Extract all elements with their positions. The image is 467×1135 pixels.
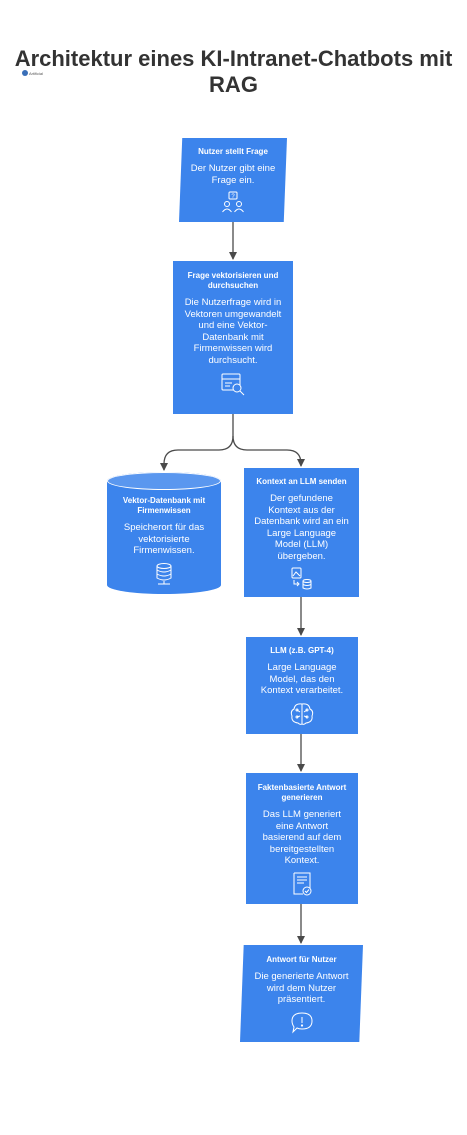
node-vectorize-search: Frage vektorisieren und durchsuchen Die … <box>173 261 293 414</box>
edge-vectorize-to-vector-db <box>160 414 234 471</box>
logo-text: Artificial <box>29 70 44 76</box>
node-title: Faktenbasierte Antwort generieren <box>257 783 347 802</box>
logo-mark <box>22 70 28 76</box>
node-title: Frage vektorisieren und durchsuchen <box>187 271 279 290</box>
node-answer-for-user: Antwort für Nutzer Die generierte Antwor… <box>240 945 363 1042</box>
node-title: Kontext an LLM senden <box>256 477 347 486</box>
node-description: Der Nutzer gibt eine Frage ein. <box>190 163 276 186</box>
brand-logo: Artificial <box>22 69 52 77</box>
node-title: Vektor-Datenbank mit Firmenwissen <box>122 496 206 515</box>
node-send-context: Kontext an LLM senden Der gefundene Kont… <box>244 468 359 597</box>
node-vector-database: Vektor-Datenbank mit Firmenwissen Speich… <box>107 472 221 594</box>
svg-text:?: ? <box>231 194 235 200</box>
image-to-database-icon <box>291 567 311 590</box>
node-description: Die Nutzerfrage wird in Vektoren umgewan… <box>184 297 282 366</box>
search-list-icon <box>221 373 245 396</box>
node-description: Das LLM generiert eine Antwort basierend… <box>262 809 342 866</box>
node-title: Nutzer stellt Frage <box>198 147 268 156</box>
database-icon <box>156 562 172 584</box>
node-title: LLM (z.B. GPT-4) <box>270 646 334 655</box>
node-generate-answer: Faktenbasierte Antwort generieren Das LL… <box>246 773 358 904</box>
node-description: Speicherort für das vektorisierte Firmen… <box>123 522 205 556</box>
user-question-icon: ? <box>222 191 244 213</box>
page-title: Architektur eines KI-Intranet-Chatbots m… <box>14 46 453 97</box>
speech-bubble-icon <box>290 1011 313 1034</box>
node-description: Die generierte Antwort wird dem Nutzer p… <box>254 971 349 1005</box>
node-llm: LLM (z.B. GPT-4) Large Language Model, d… <box>246 637 358 734</box>
certificate-icon <box>293 872 312 895</box>
node-title: Antwort für Nutzer <box>266 955 337 964</box>
node-user-question: Nutzer stellt Frage Der Nutzer gibt eine… <box>179 138 287 222</box>
node-description: Der gefundene Kontext aus der Datenbank … <box>254 493 349 562</box>
node-description: Large Language Model, das den Kontext ve… <box>260 662 344 696</box>
brain-circuit-icon <box>290 702 314 725</box>
edge-vectorize-to-context <box>232 435 305 467</box>
